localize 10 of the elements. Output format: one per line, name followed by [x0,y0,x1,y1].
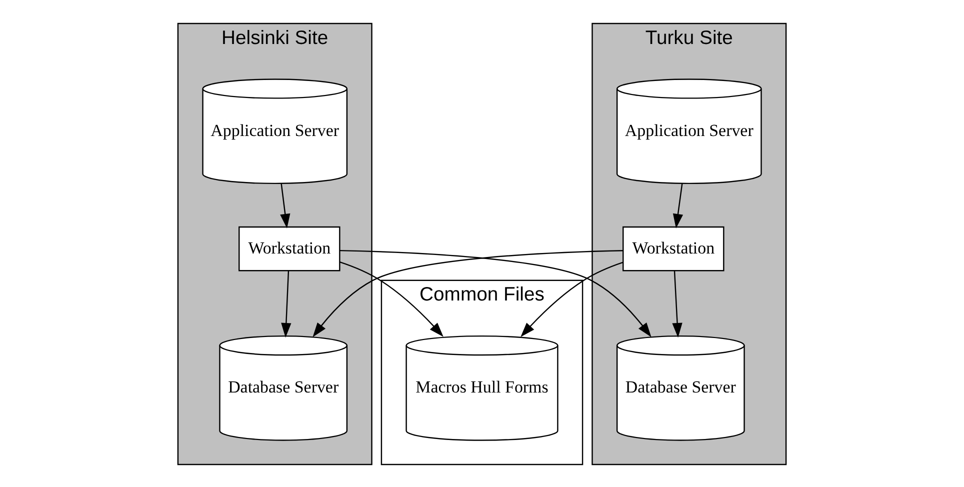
node-box: Workstation [238,226,340,271]
arrow [280,183,290,228]
arrow [520,261,624,336]
arrow [312,250,623,337]
node-box: Workstation [622,226,724,271]
arrow [340,261,444,336]
arrow [340,249,652,337]
arrow [672,183,684,228]
arrow [672,270,682,338]
arrow [281,270,292,338]
